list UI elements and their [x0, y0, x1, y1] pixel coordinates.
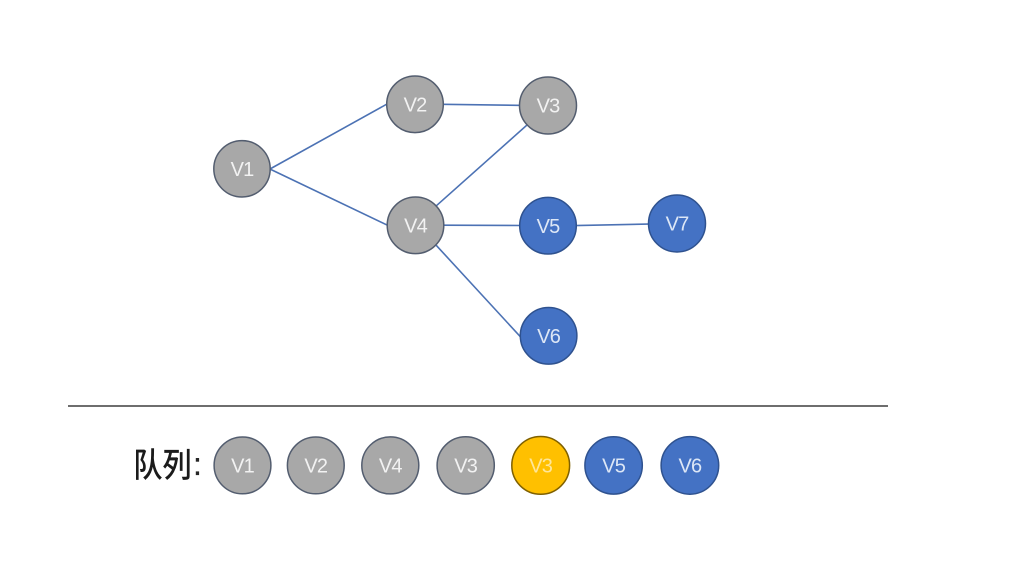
svg-text:V5: V5	[602, 456, 626, 478]
svg-text:V7: V7	[666, 214, 690, 236]
svg-text:V5: V5	[537, 216, 561, 238]
svg-text:V4: V4	[379, 456, 403, 478]
svg-text:V6: V6	[678, 456, 702, 478]
svg-text:V3: V3	[537, 96, 561, 118]
svg-text:V1: V1	[231, 456, 255, 478]
svg-text:V6: V6	[537, 326, 561, 348]
svg-text:V2: V2	[404, 95, 428, 117]
svg-text:V3: V3	[454, 456, 478, 478]
svg-text:V2: V2	[304, 456, 328, 478]
svg-text:V1: V1	[231, 159, 255, 181]
svg-text:V4: V4	[404, 216, 428, 238]
svg-text:V3: V3	[529, 456, 553, 478]
